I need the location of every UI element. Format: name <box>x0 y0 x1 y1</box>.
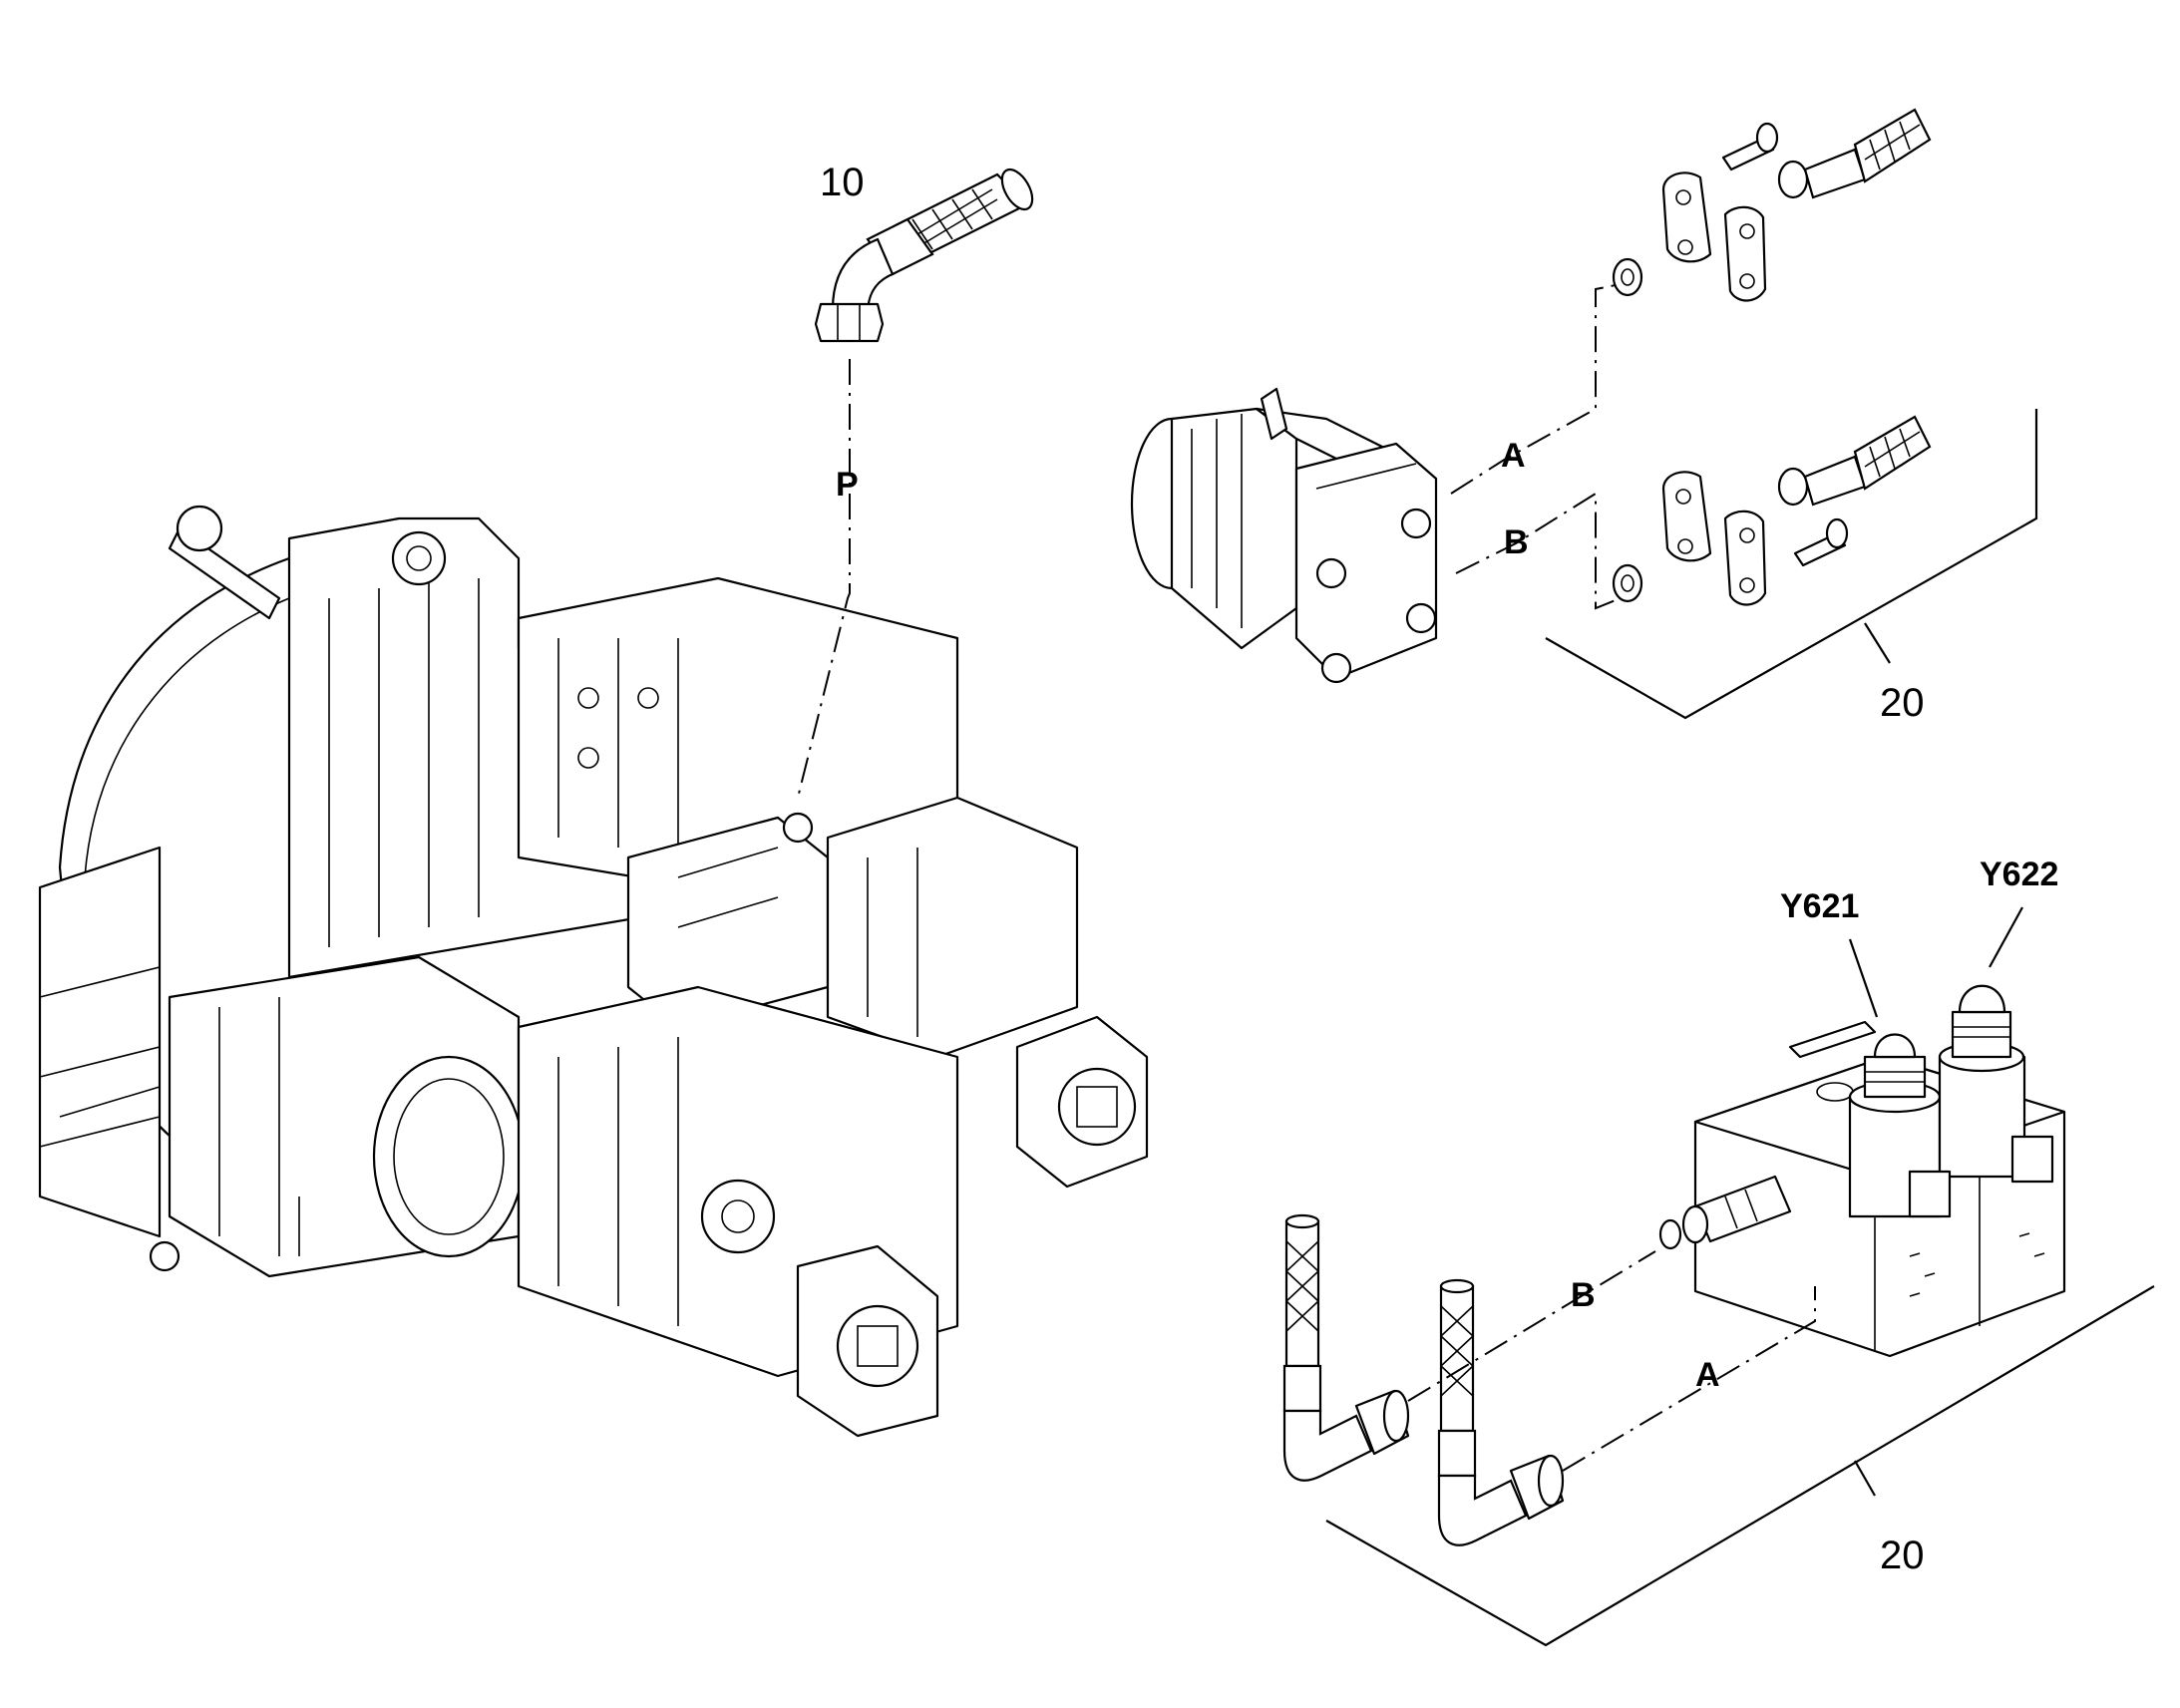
leader-b-bottom <box>1407 1250 1656 1402</box>
hose-a-bottom <box>1437 1278 1565 1546</box>
item-20-top-label: 20 <box>1880 681 1925 725</box>
port-b-top-label: B <box>1504 523 1529 561</box>
leader-y622 <box>1989 906 2023 968</box>
port-p-label: P <box>836 466 859 504</box>
leader-a-top <box>1450 283 1622 495</box>
solenoid-y622-label: Y622 <box>1980 855 2058 893</box>
flange-kit-upper <box>1612 108 1932 302</box>
leader-b-top <box>1455 492 1622 610</box>
port-b-bottom-label: B <box>1571 1276 1596 1314</box>
item-10-label: 10 <box>820 161 865 204</box>
hose-b-bottom <box>1282 1213 1410 1482</box>
bracket-20-top <box>1545 409 2038 720</box>
hydraulic-motor <box>1130 387 1438 684</box>
leader-20-bottom <box>1854 1460 1876 1497</box>
solenoid-y621-label: Y621 <box>1780 887 1859 925</box>
solenoid-valve-block <box>1658 984 2066 1358</box>
leader-y621 <box>1848 938 1879 1018</box>
port-a-bottom-label: A <box>1695 1356 1720 1394</box>
item-20-bottom-label: 20 <box>1880 1534 1925 1577</box>
flange-kit-lower <box>1612 415 1932 606</box>
hose-10 <box>814 168 1034 343</box>
bracket-20-bottom <box>1325 1285 2155 1647</box>
pump-assembly <box>38 505 1149 1438</box>
leader-a-bottom <box>1562 1286 1816 1472</box>
leader-p <box>797 359 851 799</box>
leader-20-top <box>1864 622 1891 664</box>
port-a-top-label: A <box>1501 437 1526 475</box>
